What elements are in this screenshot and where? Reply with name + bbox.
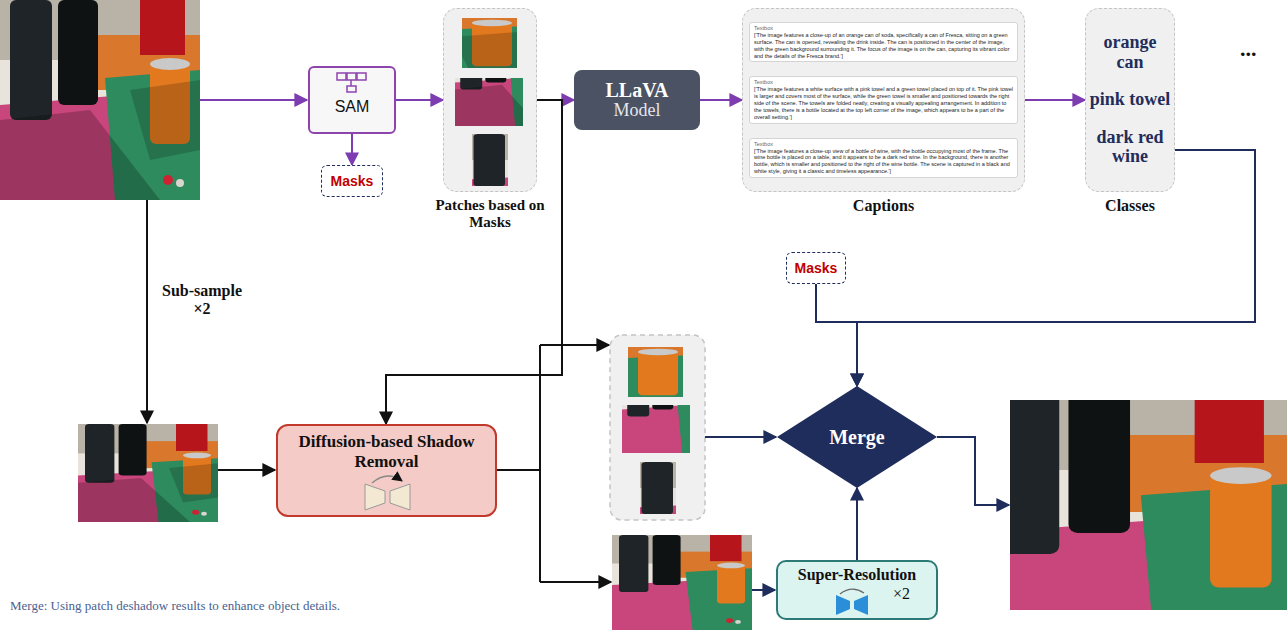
node-label: SAM xyxy=(310,98,394,116)
node-label: Textbox xyxy=(754,25,1013,32)
flow-connector xyxy=(1025,99,1085,101)
diffusion-icon xyxy=(365,476,410,510)
caption-textbox: Textbox['The image features a close-up o… xyxy=(749,22,1018,62)
annotation-label: Merge: Using patch deshadow results to e… xyxy=(10,598,340,614)
patch-group: Patches based on Masks xyxy=(443,8,537,192)
deshadowed-photo xyxy=(612,535,752,630)
patch-image xyxy=(322,0,522,97)
node-label: pink towel xyxy=(1090,90,1171,110)
result-photo xyxy=(979,386,1287,632)
node-label: Model xyxy=(614,101,661,121)
node-label: ['The image features a close-up of an or… xyxy=(754,32,1013,60)
flow-arrow xyxy=(705,436,776,438)
node-label: Super-Resolution xyxy=(778,565,936,584)
node-label: ['The image features a close-up view of … xyxy=(754,148,1013,176)
subsampled-photo xyxy=(78,424,218,522)
annotation-label: ... xyxy=(1240,36,1257,62)
model-box: SAM xyxy=(308,66,396,134)
flow-arrow xyxy=(200,99,307,101)
node-label: Diffusion-based Shadow Removal xyxy=(278,432,495,471)
flow-connector xyxy=(816,284,857,386)
node-heading: Captions xyxy=(853,197,914,215)
flow-connector xyxy=(351,134,353,165)
node-label: Masks xyxy=(331,173,374,189)
caption-group: CaptionsTextbox['The image features a cl… xyxy=(742,8,1025,192)
patch-image xyxy=(455,35,560,126)
flow-connector xyxy=(396,99,443,101)
class-group: orange canpink toweldark red wineClasses xyxy=(1085,8,1175,192)
node-label: dark red wine xyxy=(1088,128,1172,168)
patch-image xyxy=(466,134,616,221)
mask-tag: Masks xyxy=(786,252,846,284)
input-photo xyxy=(0,0,200,200)
caption-textbox: Textbox['The image features a close-up v… xyxy=(749,138,1018,178)
decision-diamond: Merge xyxy=(777,386,937,488)
node-label: ×2 xyxy=(778,584,936,603)
node-label: Textbox xyxy=(754,141,1013,148)
patch-image xyxy=(488,317,688,426)
model-box: LLaVAModel xyxy=(574,70,700,130)
sam-icon xyxy=(337,73,366,92)
node-label: ['The image features a white surface wit… xyxy=(754,86,1013,120)
node-heading: Classes xyxy=(1105,197,1155,215)
caption-textbox: Textbox['The image features a white surf… xyxy=(749,76,1018,123)
node-heading: Patches based on Masks xyxy=(431,197,549,232)
flow-arrow xyxy=(752,589,775,591)
flow-arrow xyxy=(218,469,275,471)
flow-arrow xyxy=(540,344,609,346)
node-label: Merge xyxy=(829,426,885,449)
process-box: Super-Resolution×2 xyxy=(776,560,938,620)
flow-arrow xyxy=(540,581,611,583)
flow-connector xyxy=(856,488,858,560)
mask-tag: Masks xyxy=(321,165,383,197)
super-resolution-icon xyxy=(836,589,868,615)
flow-arrow xyxy=(146,200,148,423)
node-label: Masks xyxy=(795,260,838,276)
patch-image xyxy=(622,362,727,453)
flow-line xyxy=(497,469,540,471)
node-label: Textbox xyxy=(754,79,1013,86)
annotation-label: Sub-sample ×2 xyxy=(152,282,252,319)
flow-arrow xyxy=(937,437,1009,505)
flow-connector xyxy=(700,99,742,101)
patch-image xyxy=(634,462,784,549)
patch-group xyxy=(610,335,705,520)
node-label: LLaVA xyxy=(606,79,669,101)
process-box: Diffusion-based Shadow Removal xyxy=(276,424,497,517)
node-label: orange can xyxy=(1088,33,1172,73)
flow-line xyxy=(539,345,541,582)
